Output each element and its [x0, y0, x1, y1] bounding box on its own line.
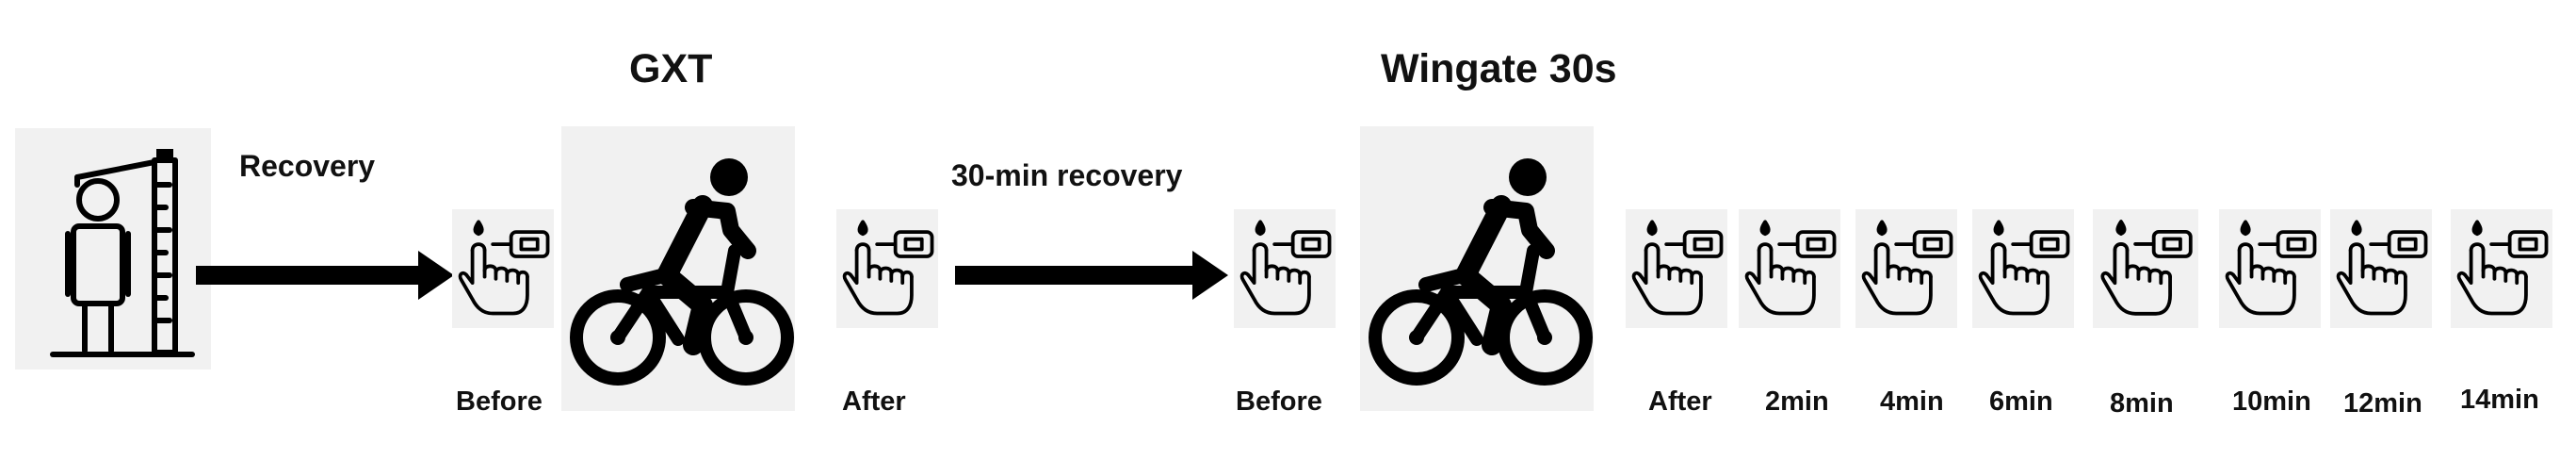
title-gxt: GXT	[629, 46, 713, 91]
caption-2min: 2min	[1765, 386, 1829, 417]
finger-blood-sample-icon	[2225, 220, 2317, 316]
finger-sample-panel-before-wingate	[1234, 209, 1336, 328]
finger-blood-sample-icon	[1861, 220, 1953, 316]
finger-sample-panel-8min	[2093, 209, 2198, 328]
recovery-label: Recovery	[239, 149, 376, 183]
caption-12min: 12min	[2343, 388, 2422, 419]
caption-before-gxt: Before	[456, 386, 543, 417]
height-measurement-icon	[50, 149, 195, 357]
finger-sample-panel-6min	[1972, 209, 2074, 328]
height-measurement-panel	[15, 128, 211, 370]
finger-blood-sample-icon	[1744, 220, 1837, 316]
finger-blood-sample-icon	[1978, 220, 2070, 316]
caption-10min: 10min	[2232, 386, 2311, 417]
finger-blood-sample-icon	[2100, 220, 2193, 316]
cyclist-panel-gxt	[561, 126, 795, 411]
finger-blood-sample-icon	[2336, 220, 2428, 316]
caption-after-wingate: After	[1648, 386, 1712, 417]
finger-blood-sample-icon	[842, 220, 934, 316]
caption-after-gxt: After	[842, 386, 906, 417]
caption-6min: 6min	[1989, 386, 2053, 417]
caption-8min: 8min	[2110, 388, 2174, 419]
cyclist-panel-wingate	[1360, 126, 1594, 411]
finger-blood-sample-icon	[458, 220, 550, 316]
finger-sample-panel-14min	[2451, 209, 2552, 328]
right-arrow-icon	[955, 251, 1228, 300]
finger-sample-panel-before-gxt	[452, 209, 554, 328]
finger-sample-panel-after-gxt	[836, 209, 938, 328]
finger-blood-sample-icon	[1239, 220, 1332, 316]
caption-14min: 14min	[2460, 385, 2539, 415]
cyclist-icon	[1369, 158, 1593, 386]
finger-blood-sample-icon	[1631, 220, 1724, 316]
cyclist-icon	[570, 158, 794, 386]
thirty-min-recovery-label: 30-min recovery	[951, 158, 1183, 192]
title-wingate: Wingate 30s	[1381, 46, 1617, 91]
finger-sample-panel-12min	[2330, 209, 2432, 328]
finger-sample-panel-after-wingate	[1626, 209, 1727, 328]
caption-before-wingate: Before	[1236, 386, 1322, 417]
finger-sample-panel-4min	[1855, 209, 1957, 328]
caption-4min: 4min	[1880, 386, 1944, 417]
finger-blood-sample-icon	[2456, 220, 2549, 316]
right-arrow-icon	[196, 251, 454, 300]
finger-sample-panel-10min	[2219, 209, 2321, 328]
finger-sample-panel-2min	[1739, 209, 1840, 328]
